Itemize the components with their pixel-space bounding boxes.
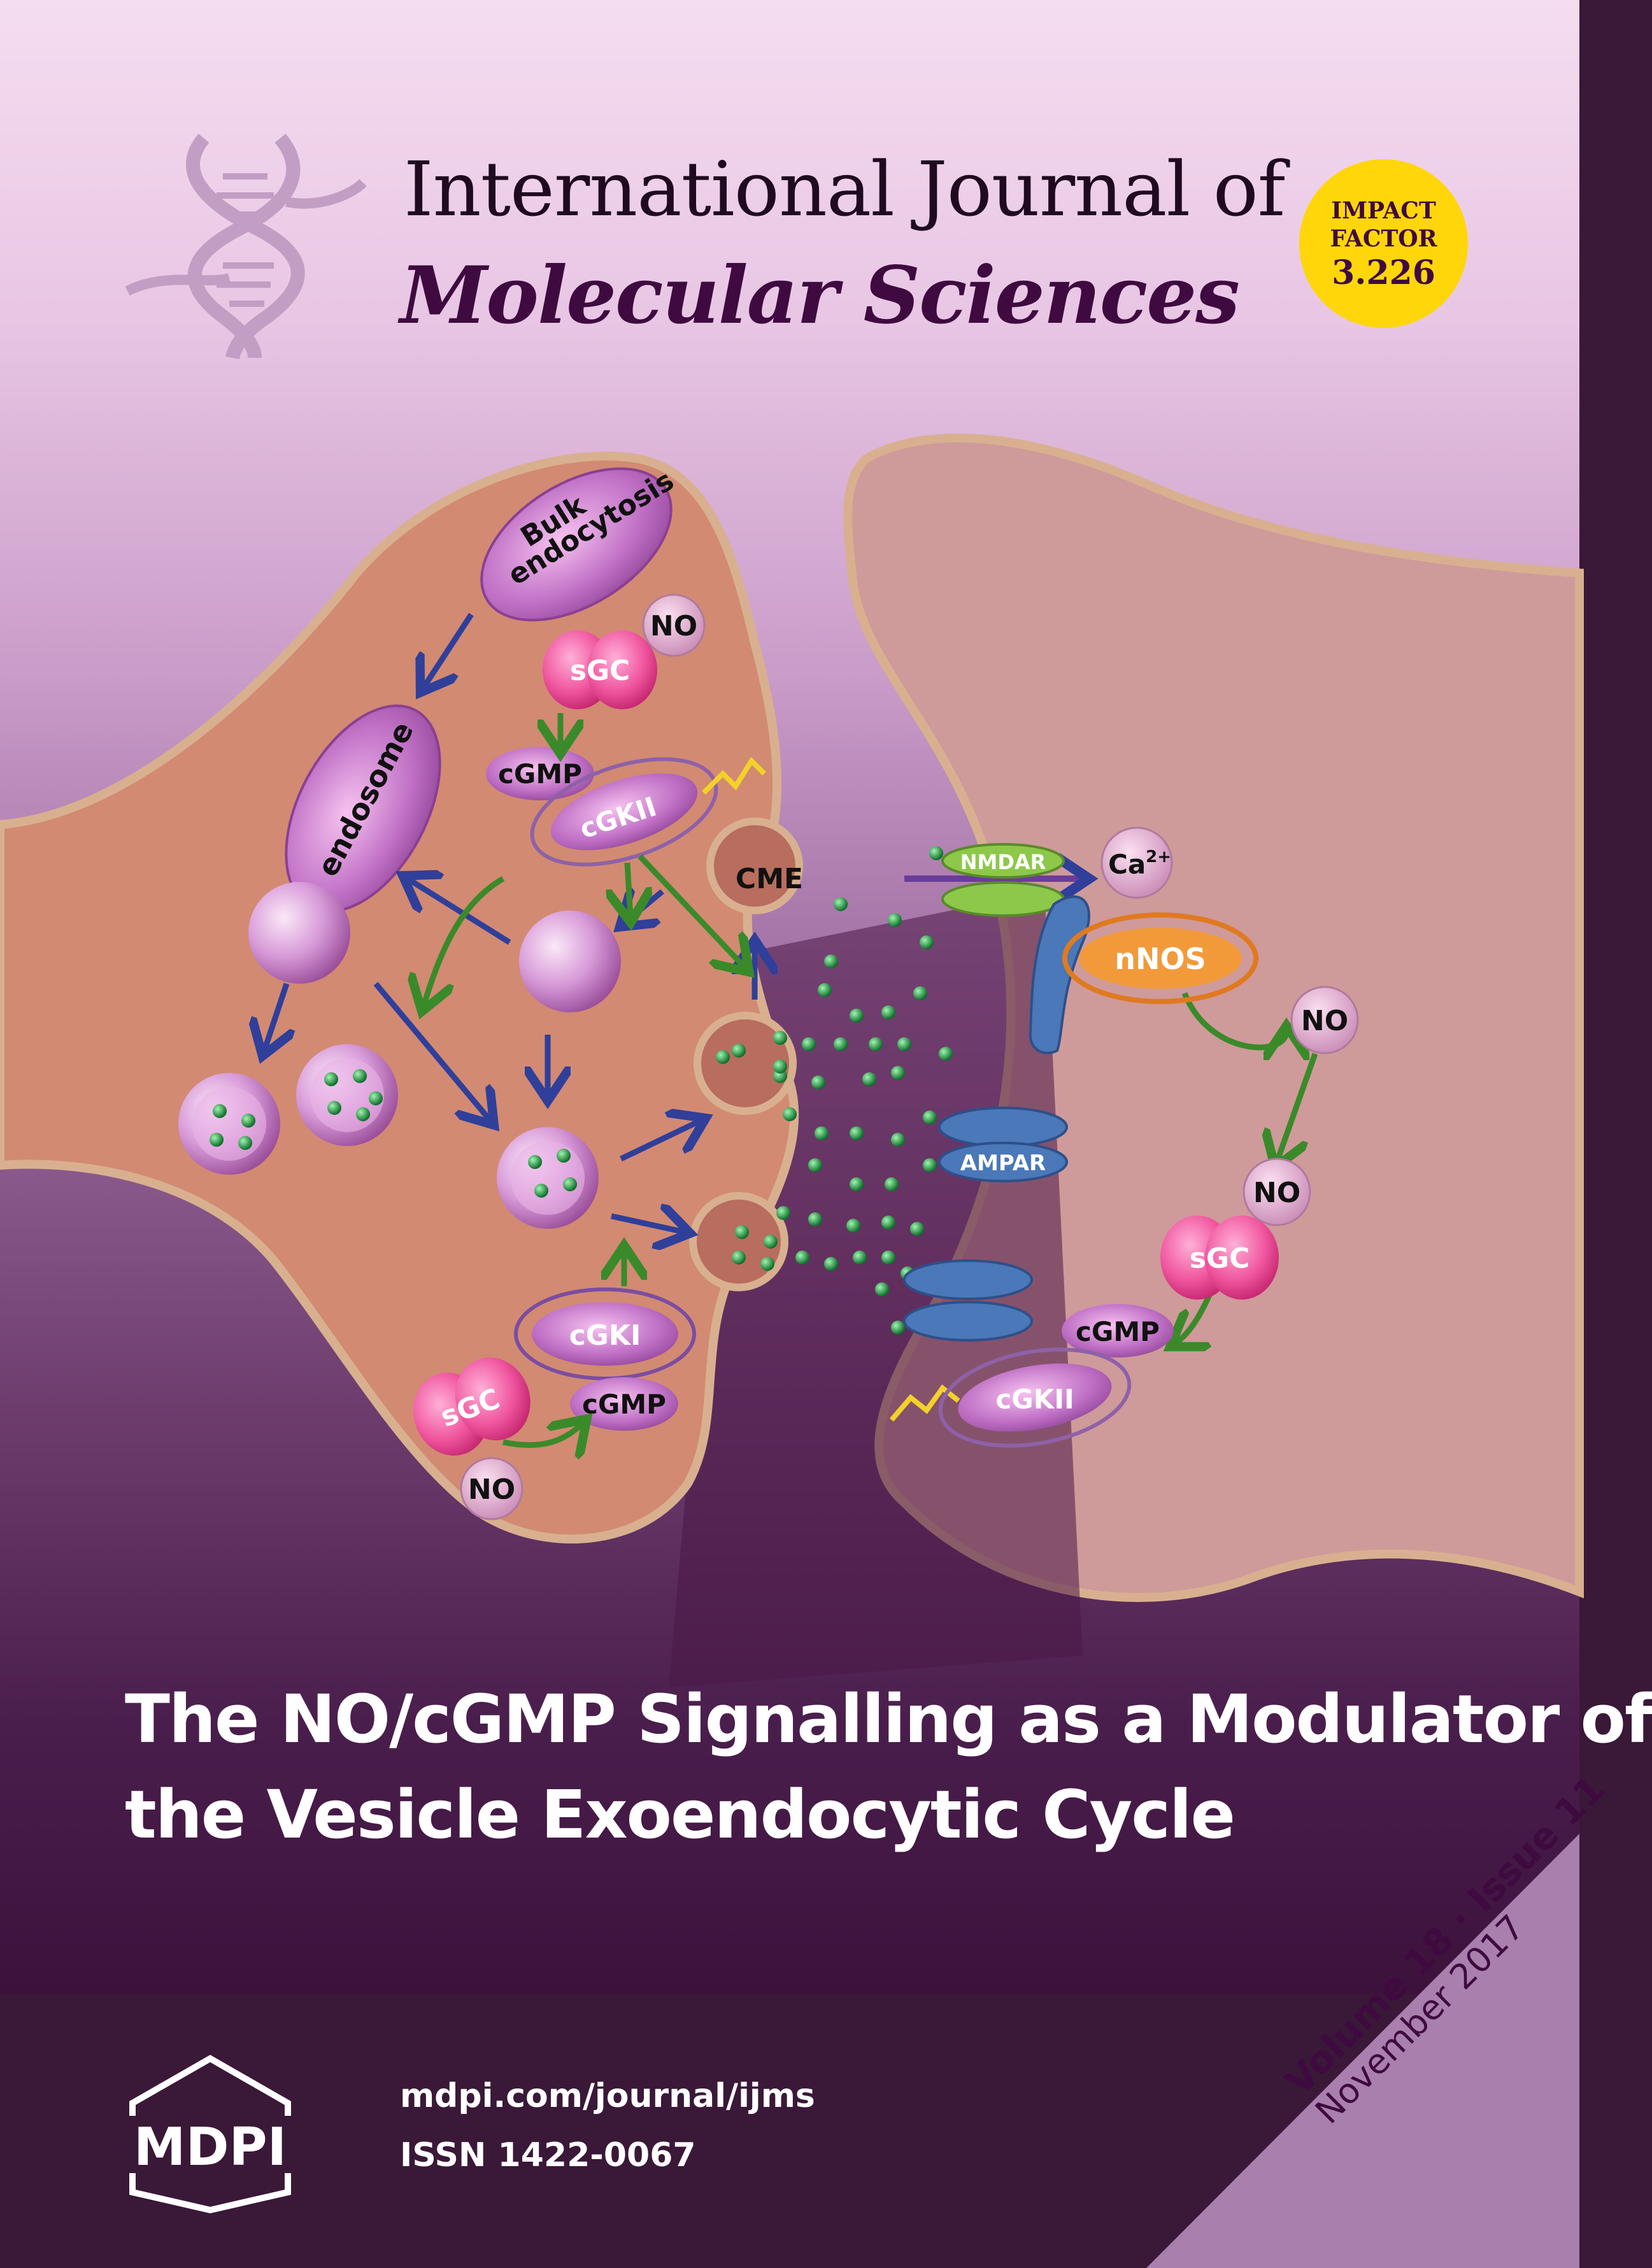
sgc-label-right: sGC (1190, 1242, 1250, 1275)
impact-label-1: IMPACT (1331, 197, 1436, 224)
impact-label-2: FACTOR (1330, 225, 1437, 252)
filled-vesicles (178, 1044, 599, 1229)
dna-helix-icon (125, 133, 367, 360)
article-title-line2: the Vesicle Exoendocytic Cycle (125, 1776, 1235, 1853)
cgmp-label-top: cGMP (498, 758, 582, 790)
mdpi-logo: MDPI (127, 2055, 344, 2214)
calcium-label: Ca2+ (1108, 847, 1171, 880)
no-label-bottom: NO (468, 1473, 515, 1506)
cgkii-label-right: cGKII (995, 1384, 1074, 1415)
issn: ISSN 1422-0067 (400, 2136, 696, 2174)
journal-name-line2: Molecular Sciences (400, 250, 1240, 342)
cgmp-label-bottom: cGMP (582, 1389, 666, 1420)
journal-name-line1: International Journal of (404, 145, 1285, 233)
no-label-right-1: NO (1301, 1005, 1348, 1037)
cgki-label: cGKI (569, 1319, 641, 1352)
synapse-illustration: Bulk endocytosis endosome NO (0, 133, 1584, 1602)
article-title-line1: The NO/cGMP Signalling as a Modulator of (125, 1680, 1652, 1758)
neurotransmitter-dots (716, 846, 953, 1335)
mdpi-logo-text: MDPI (134, 2117, 287, 2178)
ampar-label: AMPAR (960, 1151, 1046, 1176)
sgc-label-top: sGC (570, 655, 630, 687)
no-label-right-2: NO (1253, 1177, 1300, 1209)
cgmp-label-right: cGMP (1076, 1316, 1160, 1347)
journal-logo-box (127, 125, 363, 361)
nmdar-label: NMDAR (960, 850, 1046, 874)
impact-value: 3.226 (1332, 253, 1435, 292)
cme-label: CME (736, 863, 803, 895)
nnos-label: nNOS (1114, 942, 1206, 976)
article-title: The NO/cGMP Signalling as a Modulator of… (125, 1671, 1652, 1862)
journal-url[interactable]: mdpi.com/journal/ijms (400, 2077, 815, 2115)
no-label-top: NO (650, 610, 697, 642)
impact-factor-badge: IMPACT FACTOR 3.226 (1299, 159, 1468, 328)
